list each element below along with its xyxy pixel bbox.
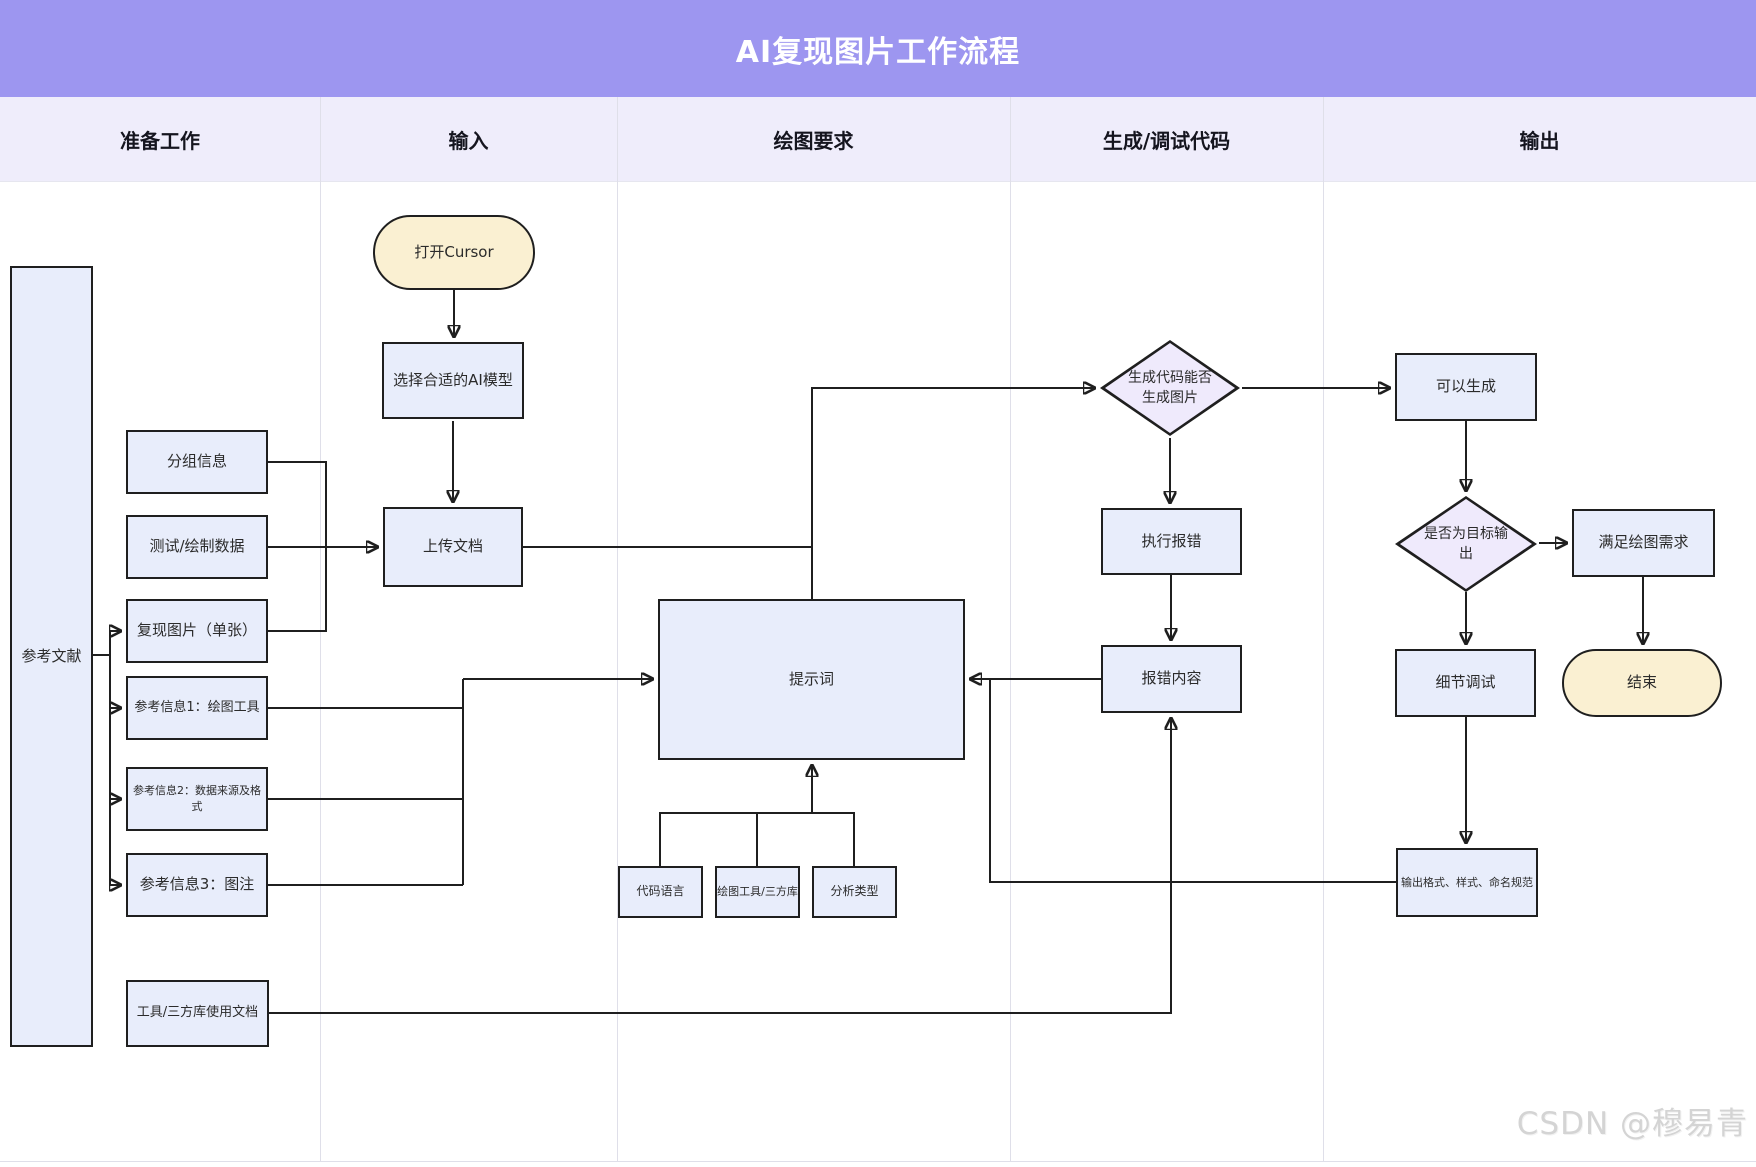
- node-analysis-type: 分析类型: [812, 866, 897, 918]
- lane-divider: [1010, 97, 1011, 1162]
- diagram-title-bar: AI复现图片工作流程: [0, 0, 1756, 97]
- connector-prompt-to-gencheck: [811, 388, 1094, 599]
- lane-header-input: 输入: [448, 128, 489, 153]
- connector-refinfo-collector: [268, 679, 464, 886]
- lane-divider: [617, 97, 618, 1162]
- lane-header-output: 输出: [1519, 128, 1560, 153]
- swimlane-header-row: 准备工作 输入 绘图要求 生成/调试代码 输出: [0, 97, 1756, 182]
- node-ref-info-3-caption: 参考信息3：图注: [126, 853, 268, 917]
- lane-header-preparation: 准备工作: [120, 128, 200, 153]
- node-execution-error: 执行报错: [1101, 508, 1242, 575]
- node-meets-drawing-requirements: 满足绘图需求: [1572, 509, 1715, 577]
- node-output-format-style-naming: 输出格式、样式、命名规范: [1396, 848, 1538, 917]
- node-code-language: 代码语言: [618, 866, 703, 918]
- connector-tooldocs-to-errorcontent: [269, 719, 1171, 1014]
- lane-divider: [320, 97, 321, 1162]
- node-decision-can-generate-image: 生成代码能否 生成图片: [1100, 340, 1240, 436]
- watermark: CSDN @穆易青: [1516, 1106, 1748, 1142]
- node-detail-debug: 细节调试: [1395, 649, 1536, 717]
- node-ref-info-2-data-source-format: 参考信息2：数据来源及格式: [126, 767, 268, 831]
- node-tool-library-docs: 工具/三方库使用文档: [126, 980, 269, 1047]
- connector-outputformat-feedback: [989, 679, 1396, 883]
- node-prompt: 提示词: [658, 599, 965, 760]
- node-end: 结束: [1562, 649, 1722, 717]
- node-decision-target-output: 是否为目标输 出: [1395, 496, 1537, 592]
- node-can-generate: 可以生成: [1395, 353, 1537, 421]
- node-select-ai-model: 选择合适的AI模型: [382, 342, 524, 419]
- node-group-info: 分组信息: [126, 430, 268, 494]
- node-ref-info-1-drawing-tool: 参考信息1：绘图工具: [126, 676, 268, 740]
- node-reproduce-image: 复现图片（单张）: [126, 599, 268, 663]
- node-test-plot-data: 测试/绘制数据: [126, 515, 268, 579]
- connector-requirement-bus: [659, 812, 855, 866]
- lane-header-generate-debug-code: 生成/调试代码: [1102, 128, 1231, 153]
- node-error-content: 报错内容: [1101, 645, 1242, 713]
- connector-refdoc-trunk: [93, 631, 111, 885]
- node-reference-documents: 参考文献: [10, 266, 93, 1047]
- node-upload-document: 上传文档: [383, 507, 523, 587]
- lane-bottom-border: [0, 1161, 1756, 1162]
- diagram-title: AI复现图片工作流程: [735, 34, 1021, 70]
- lane-header-drawing-requirements: 绘图要求: [773, 128, 854, 153]
- node-drawing-tool-library: 绘图工具/三方库: [715, 866, 800, 918]
- lane-divider: [1323, 97, 1324, 1162]
- node-start-open-cursor: 打开Cursor: [373, 215, 535, 290]
